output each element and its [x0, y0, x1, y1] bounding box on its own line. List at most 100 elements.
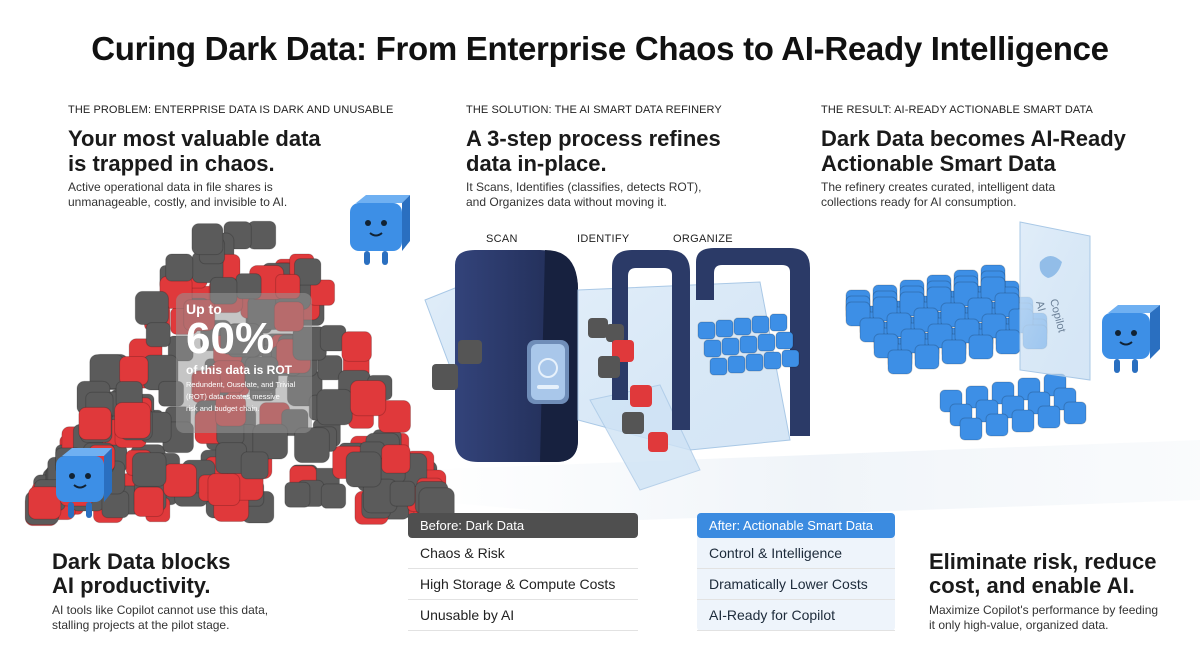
- copilot-glass-panel: [1019, 221, 1091, 381]
- stat-note-line-1: Redundent, Ouselate, and Trivial: [186, 380, 296, 389]
- footer-left-body-line-2: stalling projects at the pilot stage.: [52, 618, 230, 632]
- footer-left-headline-line-1: Dark Data blocks: [52, 549, 231, 574]
- pile-cube: [349, 379, 387, 417]
- footer-right-headline-line-1: Eliminate risk, reduce: [929, 549, 1157, 574]
- pile-cube: [316, 388, 353, 426]
- pile-cube: [133, 486, 164, 517]
- problem-body-line-1: Active operational data in file shares i…: [68, 180, 273, 194]
- result-body-line-1: The refinery creates curated, intelligen…: [821, 180, 1056, 194]
- pile-cube: [207, 473, 241, 507]
- organized-cube: [769, 313, 788, 332]
- pile-cube: [240, 451, 269, 480]
- step-label-identify: IDENTIFY: [577, 233, 630, 245]
- organized-cube: [745, 353, 764, 372]
- organize-arch: [696, 248, 810, 436]
- stat-up-to: Up to: [186, 301, 222, 317]
- organized-cube: [697, 321, 716, 340]
- before-table-row: Unusable by AI: [408, 600, 638, 631]
- problem-kicker: THE PROBLEM: ENTERPRISE DATA IS DARK AND…: [68, 104, 394, 116]
- pile-cube: [284, 481, 311, 508]
- smart-cube-tray: [1011, 409, 1035, 433]
- mascot-cube-bottom-left: [56, 448, 112, 518]
- footer-left-body-line-1: AI tools like Copilot cannot use this da…: [52, 603, 269, 617]
- after-table-header: After: Actionable Smart Data: [697, 513, 895, 538]
- solution-kicker: THE SOLUTION: THE AI SMART DATA REFINERY: [466, 104, 722, 116]
- after-table-row: Control & Intelligence: [697, 538, 895, 569]
- smart-cube-tray: [985, 413, 1009, 437]
- mascot-cube-right: [1102, 305, 1160, 373]
- pile-cube: [377, 399, 411, 433]
- pile-cube: [293, 427, 330, 464]
- after-table-row: Dramatically Lower Costs: [697, 569, 895, 600]
- smart-cube: [914, 344, 940, 370]
- organized-cube: [721, 337, 740, 356]
- smart-cube: [995, 329, 1021, 355]
- stat-note-line-3: risk and budget chain.: [186, 404, 260, 413]
- solution-headline-line-1: A 3-step process refines: [466, 126, 721, 151]
- pile-cube: [381, 444, 411, 474]
- smart-cube-tray: [1037, 405, 1061, 429]
- pile-cube: [317, 355, 343, 381]
- organized-cube: [775, 331, 794, 350]
- floor-platform: [420, 440, 1200, 520]
- pile-cube: [145, 322, 171, 348]
- before-table-row: Chaos & Risk: [408, 538, 638, 569]
- pile-cube: [119, 356, 149, 386]
- solution-body-line-2: and Organizes data without moving it.: [466, 195, 667, 209]
- after-table: After: Actionable Smart Data Control & I…: [697, 513, 895, 631]
- scan-machine: [455, 250, 578, 462]
- organized-cube: [703, 339, 722, 358]
- solution-headline-line-2: data in-place.: [466, 151, 607, 176]
- organized-cube: [781, 349, 800, 368]
- step-label-scan: SCAN: [486, 233, 518, 245]
- result-body-line-2: collections ready for AI consumption.: [821, 195, 1017, 209]
- after-table-row: AI-Ready for Copilot: [697, 600, 895, 631]
- before-table-header: Before: Dark Data: [408, 513, 638, 538]
- result-kicker: THE RESULT: AI-READY ACTIONABLE SMART DA…: [821, 104, 1093, 116]
- footer-left-headline-line-2: AI productivity.: [52, 573, 211, 598]
- smart-cube-tray: [1063, 401, 1087, 425]
- footer-right-body-line-1: Maximize Copilot's performance by feedin…: [929, 603, 1159, 617]
- organized-cube: [739, 335, 758, 354]
- organized-cube: [763, 351, 782, 370]
- organized-cube: [709, 357, 728, 376]
- pile-cube: [134, 290, 169, 326]
- rot-stat-card: Up to 60% of this data is ROT Redundent,…: [176, 293, 312, 433]
- pile-cube: [293, 258, 322, 286]
- organized-cube: [733, 317, 752, 336]
- solution-body-line-1: It Scans, Identifies (classifies, detect…: [466, 180, 702, 194]
- result-headline-line-2: Actionable Smart Data: [821, 151, 1056, 176]
- problem-body-line-2: unmanageable, costly, and invisible to A…: [68, 195, 288, 209]
- footer-right-body-line-2: it only high-value, organized data.: [929, 618, 1109, 632]
- pile-cube: [320, 483, 347, 509]
- pile-cube: [191, 223, 224, 256]
- organized-cube: [715, 319, 734, 338]
- pile-cube: [341, 331, 372, 362]
- sorting-cubes: [432, 318, 668, 452]
- organized-cube: [757, 333, 776, 352]
- smart-cube: [941, 339, 967, 365]
- organized-cubes-small: [697, 313, 800, 376]
- result-headline-line-1: Dark Data becomes AI-Ready: [821, 126, 1126, 151]
- pile-cube: [389, 480, 416, 507]
- mascot-cube-top: [350, 195, 410, 265]
- smart-cube-tray: [959, 417, 983, 441]
- page-title: Curing Dark Data: From Enterprise Chaos …: [91, 30, 1109, 67]
- pile-cube: [114, 402, 151, 439]
- stat-subtitle: of this data is ROT: [186, 363, 293, 377]
- pile-cube: [345, 451, 382, 488]
- pile-cube: [247, 220, 277, 250]
- pile-cube: [78, 406, 112, 441]
- copilot-panel-label-1: AI: [1033, 300, 1047, 313]
- before-table: Before: Dark Data Chaos & Risk High Stor…: [408, 513, 638, 631]
- organized-cube: [727, 355, 746, 374]
- smart-cube: [968, 334, 994, 360]
- problem-headline-line-2: is trapped in chaos.: [68, 151, 275, 176]
- pile-cube: [163, 463, 197, 498]
- organized-cube: [751, 315, 770, 334]
- pile-cube: [27, 486, 62, 520]
- step-label-organize: ORGANIZE: [673, 233, 733, 245]
- stat-note-line-2: (ROT) data creates messive: [186, 392, 280, 401]
- footer-right-headline-line-2: cost, and enable AI.: [929, 573, 1135, 598]
- problem-headline-line-1: Your most valuable data: [68, 126, 321, 151]
